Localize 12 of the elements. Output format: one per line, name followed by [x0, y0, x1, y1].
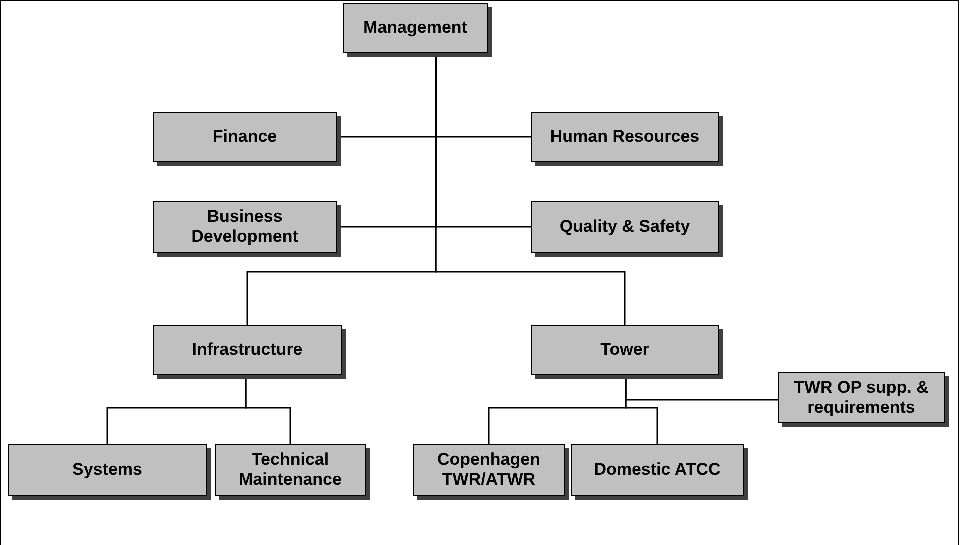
box-label: Domestic ATCC [594, 460, 721, 480]
box-label: Tower [600, 340, 650, 360]
box-label: Infrastructure [192, 340, 303, 360]
box-label: Management [364, 18, 468, 38]
box-label: Quality & Safety [560, 217, 690, 237]
box-label: Technical Maintenance [238, 450, 343, 490]
box-label: TWR OP supp. & requirements [793, 378, 930, 418]
box-label: Business Development [190, 207, 300, 247]
box-label: Finance [212, 127, 278, 147]
box-label: Systems [72, 460, 142, 480]
box-label: Human Resources [550, 127, 700, 147]
box-label: Copenhagen TWR/ATWR [436, 450, 542, 490]
